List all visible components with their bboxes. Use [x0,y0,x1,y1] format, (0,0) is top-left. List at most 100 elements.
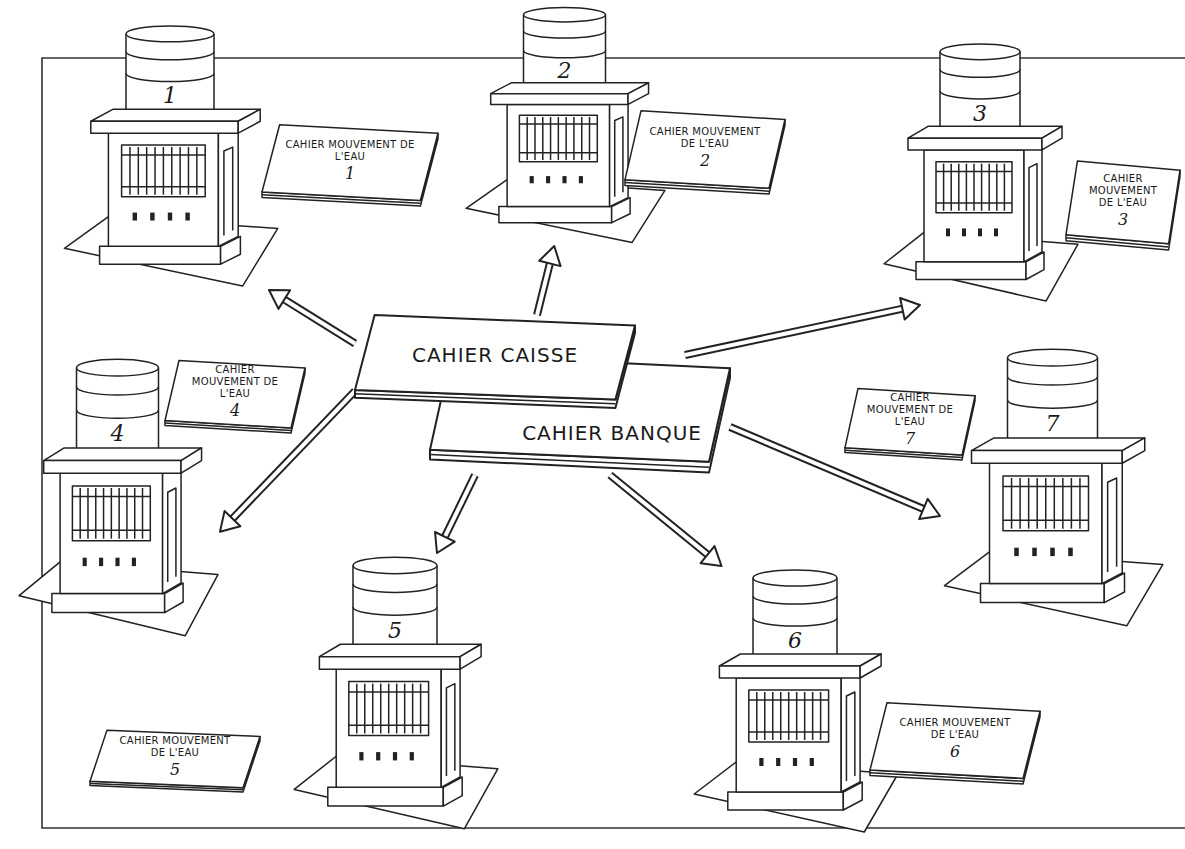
kiosk-side [1102,454,1122,584]
window-bar [764,692,766,740]
kiosk-window [936,162,1012,213]
kiosk-roof-side [181,448,202,473]
kiosk-step [916,262,1026,280]
window-bar [1003,486,1089,488]
window-bar [988,164,990,211]
kiosk-side [218,124,238,246]
window-bar [118,488,120,539]
kiosk-door [168,488,176,582]
flow-arrow [435,475,475,553]
water-tap [132,558,136,566]
kiosk-side [441,660,460,788]
arrow-head [220,511,240,532]
arrow-head [900,298,920,320]
window-bar [122,154,206,156]
kiosk-window [749,690,829,742]
window-bar [519,152,597,154]
kiosk-roof-edge [972,451,1123,464]
window-bar [171,147,173,195]
kiosk-roof [319,644,481,656]
kiosk-front [108,133,218,246]
window-bar [420,684,422,734]
notebook-number: 3 [1118,211,1128,229]
window-bar [804,692,806,740]
water-kiosk: 1 [60,22,280,290]
window-bar [1019,478,1021,529]
water-tap [978,228,982,236]
notebook-title: CAHIER MOUVEMENT DE L'EAU [183,364,287,400]
notebook-number: 5 [170,761,180,779]
kiosk-number: 1 [163,83,177,109]
arrow-shaft [444,475,475,539]
window-bar [404,684,406,734]
text-area: 6 [753,566,837,836]
arrow-head [269,290,290,309]
window-bar [163,147,165,195]
kiosk-number: 7 [1046,411,1060,437]
window-bar [981,164,983,211]
notebook: CAHIER MOUVEMENT DE L'EAU 6 [870,700,1040,784]
notebook-page-line [90,783,243,789]
kiosk-front [990,463,1103,583]
water-kiosk-drawing [462,4,667,246]
notebook-number: 4 [230,402,240,420]
water-kiosk-drawing [940,345,1165,630]
kiosk-step [328,787,444,806]
flow-arrow [685,298,920,355]
water-tap [99,558,103,566]
text-area: CAHIER MOUVEMENT DE L'EAU3 [1081,164,1165,238]
window-bar [188,147,190,195]
kiosk-step [499,207,612,223]
window-bar [349,691,429,693]
arrow-head [539,246,560,266]
kiosk-roof [91,109,260,121]
notebook-number: 6 [950,743,960,761]
arrow-shaft [610,475,709,556]
water-kiosk-drawing [15,355,220,640]
frame-border [42,58,1185,828]
arrow-shaft-inner [537,262,550,315]
water-tap [168,213,172,221]
water-kiosk: 2 [462,4,667,246]
water-tap [1050,548,1055,556]
notebook-title: CAHIER MOUVEMENT DE L'EAU [892,717,1018,741]
water-kiosk-drawing [880,40,1080,305]
kiosk-front [736,678,841,792]
window-bar [966,164,968,211]
text-area: CAHIER MOUVEMENT DE L'EAU2 [646,114,764,182]
kiosk-front [507,104,609,206]
water-tap [133,213,137,221]
window-bar [356,684,358,734]
text-area: CAHIER BANQUE [520,415,702,445]
kiosk-front [336,669,441,787]
kiosk-door [1029,164,1037,251]
notebook: CAHIER MOUVEMENT DE L'EAU1 [262,122,438,206]
window-bar [1071,478,1073,529]
ledger-title: CAHIER CAISSE [412,343,578,367]
kiosk-door [615,117,623,197]
kiosk-side [1024,141,1042,262]
arrow-head [919,499,940,519]
notebook: CAHIER MOUVEMENT DE L'EAU3 [1066,158,1180,250]
window-bar [380,684,382,734]
flow-arrow [730,427,940,519]
window-bar [788,692,790,740]
notebook-page-line [870,773,1023,781]
ledger-book: CAHIER CAISSE [355,315,635,410]
kiosk-step [728,792,844,810]
kiosk-roof-side [1122,438,1145,463]
water-tap [150,213,154,221]
window-bar [72,529,150,531]
window-bar [129,147,131,195]
notebook-cover [165,361,305,429]
tank-band [126,74,214,82]
text-area: 2 [524,4,606,246]
tank-top [1008,349,1098,366]
text-area: CAHIER MOUVEMENT DE L'EAU 4 [183,364,287,421]
arrow-head [701,546,722,566]
water-tap [83,558,87,566]
water-tap [1014,548,1019,556]
window-bar [349,724,429,726]
kiosk-roof-edge [491,94,628,105]
flow-arrow [537,246,561,315]
